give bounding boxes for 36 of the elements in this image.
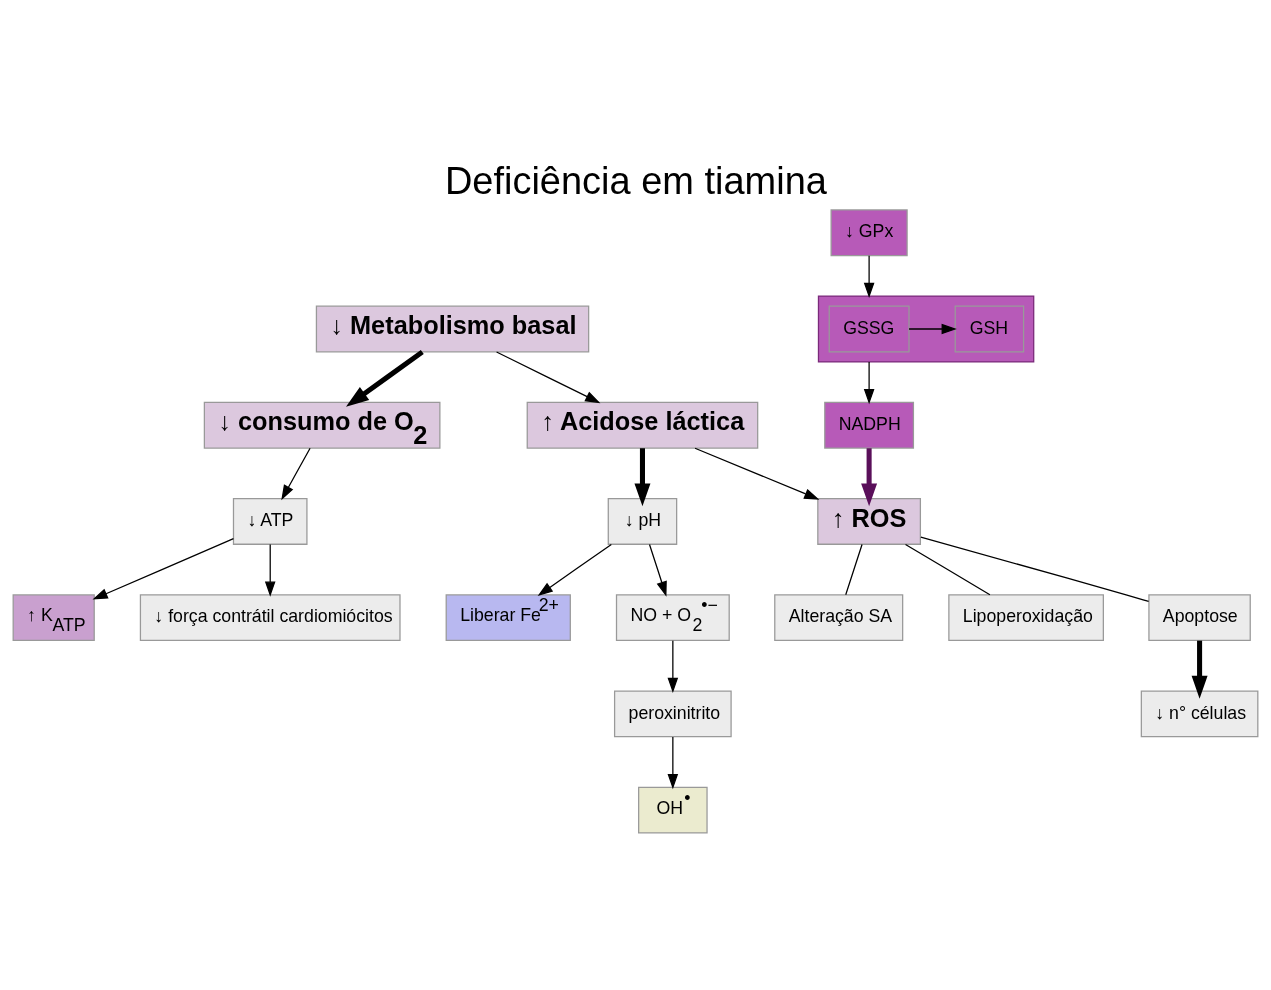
node-box: ↓ GPx: [830, 208, 908, 256]
arrow: [863, 360, 875, 404]
node-box: Apoptose: [1148, 593, 1251, 641]
arrow: [92, 537, 235, 600]
node-box: Alteração SA: [774, 593, 904, 641]
node-box: ↓ Metabolismo basal: [315, 305, 590, 352]
arrow: [863, 254, 875, 298]
node-box: NADPH: [824, 401, 915, 449]
connector: [845, 543, 863, 595]
node-box: GSH: [954, 305, 1025, 352]
node-box: ↓ força contrátil cardiomiócitos: [139, 593, 401, 641]
arrow: [634, 447, 651, 506]
node-box: ↓ ATP: [232, 497, 308, 545]
node-box: ↓ pH: [607, 497, 678, 545]
arrow: [264, 543, 276, 597]
node-box: ↓ n° células: [1140, 690, 1259, 737]
node-box: ↑ Acidose láctica: [526, 401, 759, 449]
arrow: [908, 323, 957, 334]
node-box: peroxinitrito: [613, 690, 732, 737]
arrow: [346, 349, 424, 407]
connector: [904, 543, 991, 595]
connector: [920, 535, 1150, 602]
node-box: ↑ ROS: [817, 497, 922, 545]
arrow: [281, 447, 311, 500]
arrow: [495, 350, 601, 403]
arrow: [537, 543, 612, 596]
diagram-title: Deficiência em tiamina: [444, 159, 827, 202]
arrow: [667, 735, 679, 789]
arrow: [1191, 640, 1208, 699]
arrow: [648, 543, 667, 597]
arrow: [694, 447, 820, 500]
arrow: [667, 639, 679, 693]
node-box: Lipoperoxidação: [948, 593, 1104, 641]
arrow: [861, 447, 878, 506]
cluster: [817, 294, 1035, 363]
node-box: GSSG: [828, 305, 910, 352]
